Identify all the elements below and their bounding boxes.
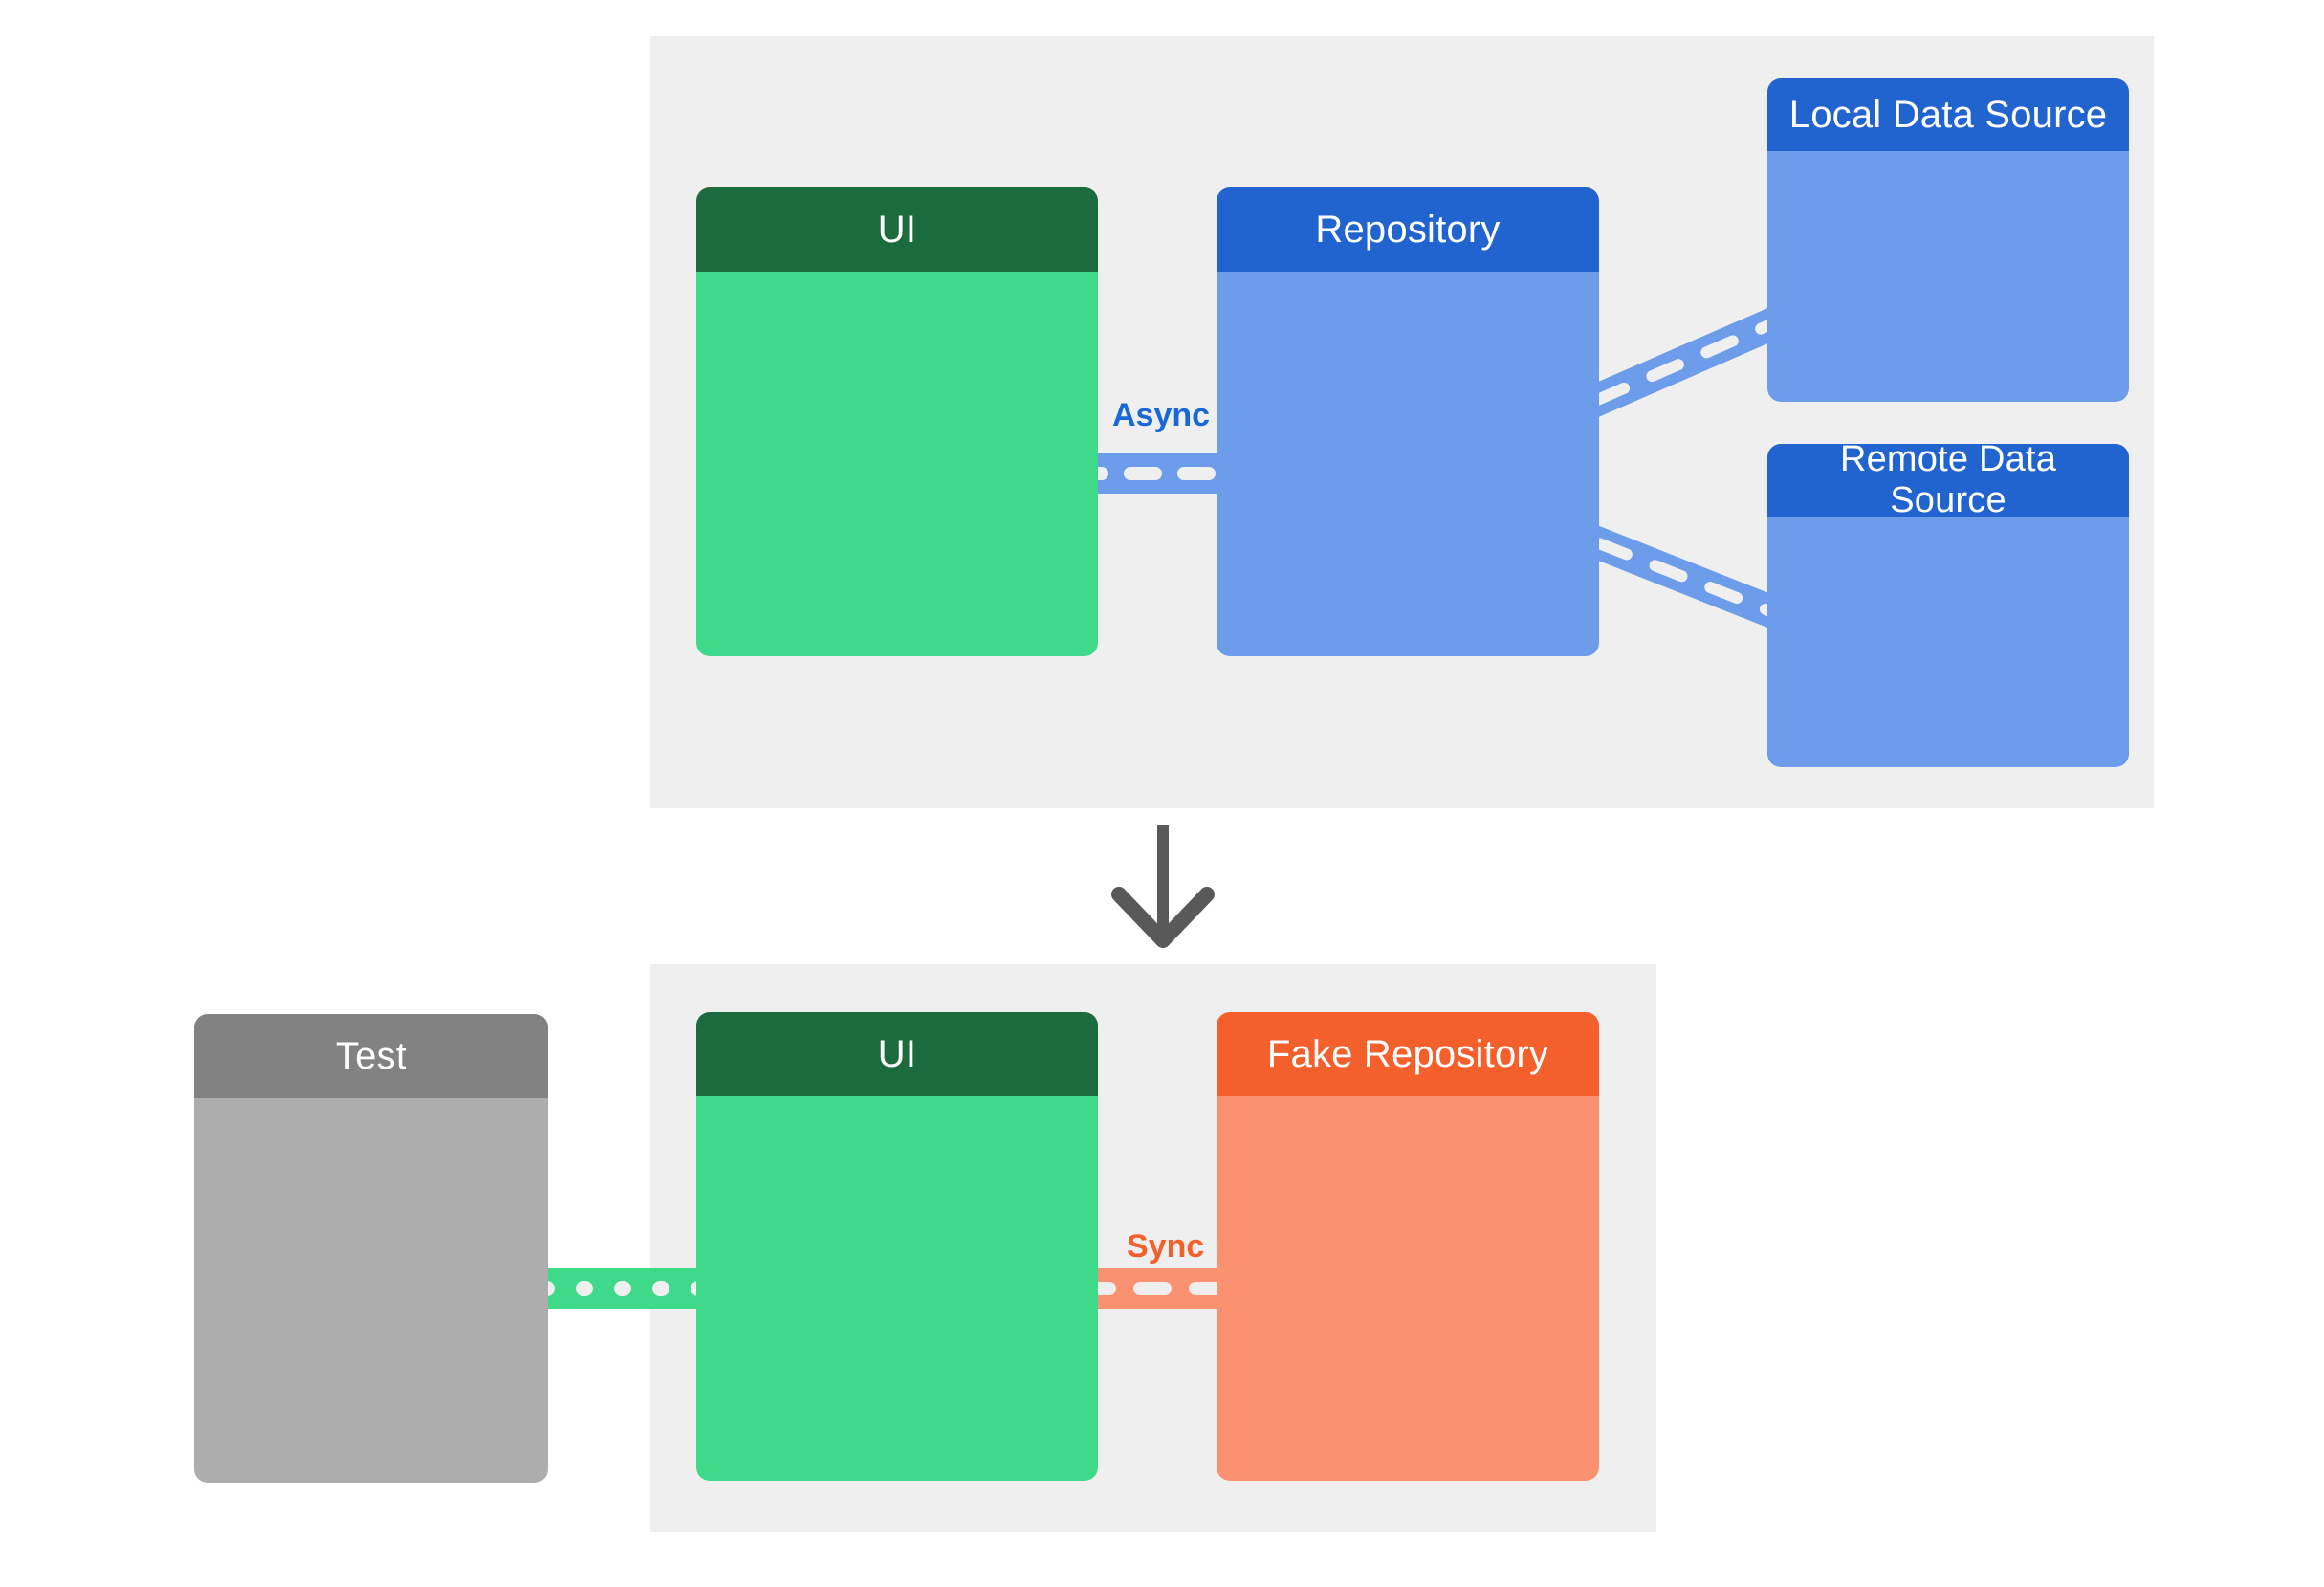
down-arrow-icon [1111, 825, 1215, 948]
box-fake-repository-body [1217, 1096, 1599, 1481]
connector-label-sync: Sync [1127, 1228, 1205, 1265]
box-local-data-source-title: Local Data Source [1767, 78, 2129, 151]
box-remote-data-source-title: Remote Data Source [1767, 444, 2129, 520]
box-local-data-source[interactable]: Local Data Source [1767, 78, 2129, 402]
box-local-data-source-body [1767, 151, 2129, 402]
box-test-body [194, 1098, 548, 1483]
box-ui-test-body [696, 1096, 1098, 1481]
box-test[interactable]: Test [194, 1014, 548, 1483]
box-test-title: Test [194, 1014, 548, 1098]
box-fake-repository[interactable]: Fake Repository [1217, 1012, 1599, 1481]
box-ui-production-body [696, 272, 1098, 656]
box-ui-production[interactable]: UI [696, 187, 1098, 656]
box-repository[interactable]: Repository [1217, 187, 1599, 656]
box-repository-title: Repository [1217, 187, 1599, 272]
box-ui-test[interactable]: UI [696, 1012, 1098, 1481]
box-fake-repository-title: Fake Repository [1217, 1012, 1599, 1096]
connector-label-async: Async [1112, 397, 1211, 433]
box-remote-data-source-body [1767, 517, 2129, 767]
box-repository-body [1217, 272, 1599, 656]
box-ui-production-title: UI [696, 187, 1098, 272]
box-remote-data-source[interactable]: Remote Data Source [1767, 444, 2129, 767]
box-ui-test-title: UI [696, 1012, 1098, 1096]
